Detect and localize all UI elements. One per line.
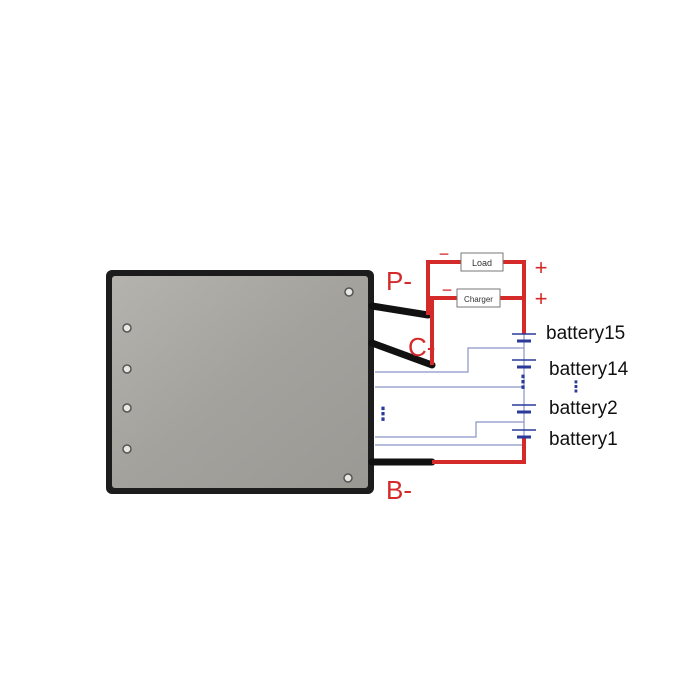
load-plus-sign: + [535, 255, 548, 280]
screw-left-1 [122, 323, 132, 333]
wire-p-minus [426, 260, 461, 315]
black-cables [368, 302, 436, 466]
battery15-label: battery15 [546, 323, 625, 344]
battery14-label: battery14 [549, 359, 629, 380]
board-plate [112, 276, 368, 488]
load-box: Load [460, 252, 504, 272]
battery-cell-14 [512, 359, 536, 369]
screw-left-2 [122, 364, 132, 374]
sense-wire-1 [375, 347, 524, 373]
screw-top-right [344, 287, 354, 297]
cable-c-minus [368, 339, 436, 369]
cable-p-minus [368, 302, 432, 319]
c-minus-label: C- [408, 332, 435, 362]
b-minus-label: B- [386, 475, 412, 505]
battery-cell-1 [512, 429, 536, 439]
charger-minus-sign: − [442, 280, 453, 300]
battery-cell-15 [512, 333, 536, 343]
battery2-label: battery2 [549, 398, 618, 419]
p-minus-label: P- [386, 266, 412, 296]
battery1-label: battery1 [549, 429, 618, 450]
wire-b-minus [432, 438, 526, 464]
load-label: Load [472, 258, 492, 268]
label-ellipsis: ⋮ [568, 379, 584, 396]
sense-wire-3 [375, 421, 524, 438]
wire-charger-plus [500, 296, 526, 334]
charger-label: Charger [464, 295, 493, 304]
red-wires [426, 260, 526, 464]
battery-stack [512, 333, 536, 439]
load-minus-sign: − [439, 244, 450, 264]
board-ellipsis: ⋮ [374, 404, 392, 424]
screw-bottom-right [343, 473, 353, 483]
screw-left-4 [122, 444, 132, 454]
stack-ellipsis: ⋮ [514, 372, 532, 392]
screw-left-3 [122, 403, 132, 413]
bms-board [106, 270, 374, 494]
charger-plus-sign: + [535, 286, 548, 311]
wire-c-minus [430, 296, 457, 365]
charger-box: Charger [456, 288, 501, 308]
battery-cell-2 [512, 404, 536, 414]
sense-wires [375, 330, 525, 448]
wire-load-plus [503, 260, 526, 296]
